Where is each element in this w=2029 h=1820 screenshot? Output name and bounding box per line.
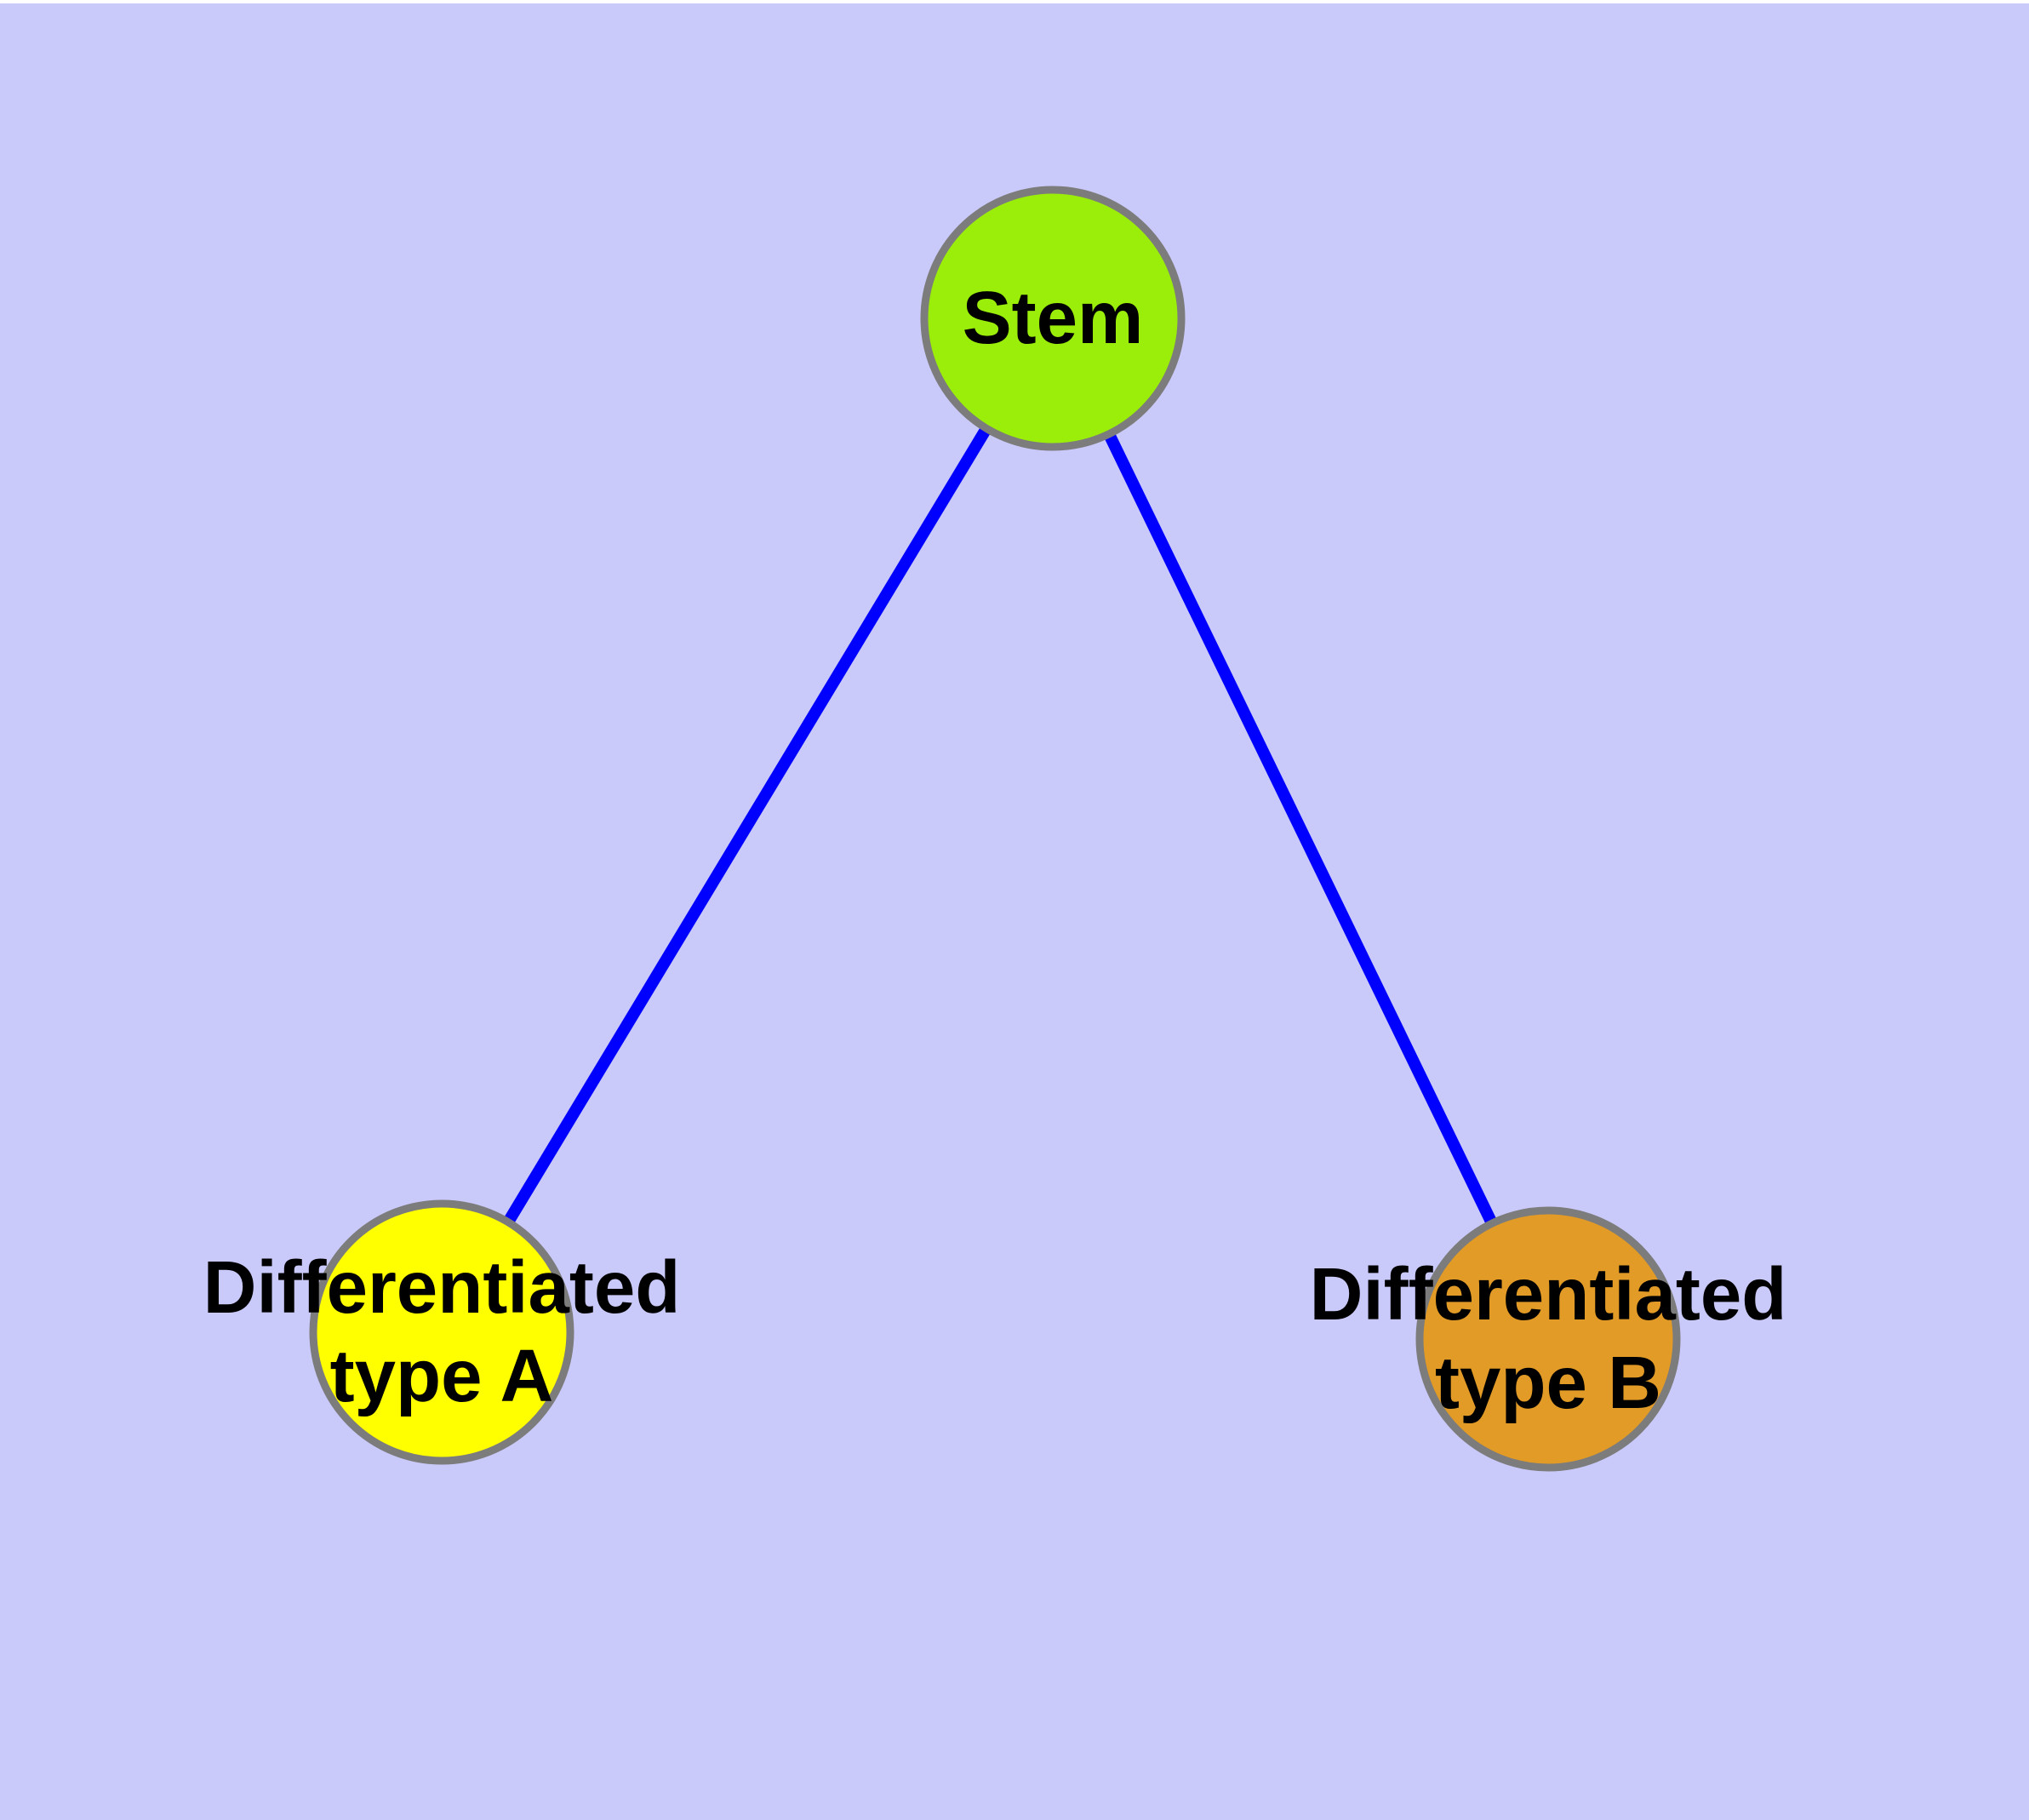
edge-stem-to-differentiated-type-a: [502, 425, 992, 1226]
node-circle-stem[interactable]: [920, 186, 1186, 451]
node-circle-differentiated-type-b[interactable]: [1415, 1206, 1681, 1472]
edge-stem-to-differentiated-type-b: [1103, 431, 1498, 1227]
node-circle-differentiated-type-a[interactable]: [309, 1199, 574, 1465]
top-margin-strip: [0, 0, 2029, 3]
